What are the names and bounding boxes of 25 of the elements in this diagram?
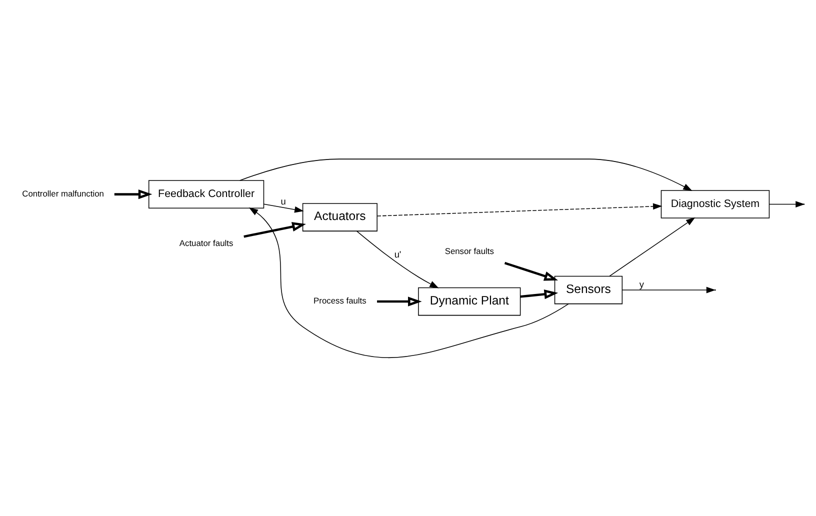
node-box: Feedback Controller: [148, 180, 264, 208]
arrow: [622, 286, 716, 293]
node-text: Sensor faults: [444, 245, 494, 256]
arrow: [377, 296, 422, 306]
arrow: [376, 202, 662, 216]
arrow: [609, 216, 696, 276]
edge-label: u: [280, 196, 286, 206]
node-text: Controller malfunction: [22, 188, 104, 198]
arrow: [114, 188, 152, 199]
edge-label: u': [394, 249, 402, 260]
edge-label: y: [639, 278, 644, 289]
arrow: [239, 158, 692, 190]
node-box: Sensors: [554, 275, 623, 304]
arrow: [504, 261, 558, 280]
arrow: [356, 230, 439, 288]
node-box: Dynamic Plant: [418, 286, 521, 316]
node-box: Diagnostic System: [660, 190, 770, 218]
node-text: Actuator faults: [179, 238, 234, 248]
arrow: [520, 288, 558, 299]
node-box: Actuators: [302, 202, 378, 231]
arrow: [244, 222, 306, 238]
arrow: [248, 207, 569, 358]
arrow: [768, 200, 805, 207]
arrow: [263, 203, 304, 212]
node-text: Process faults: [314, 295, 366, 306]
